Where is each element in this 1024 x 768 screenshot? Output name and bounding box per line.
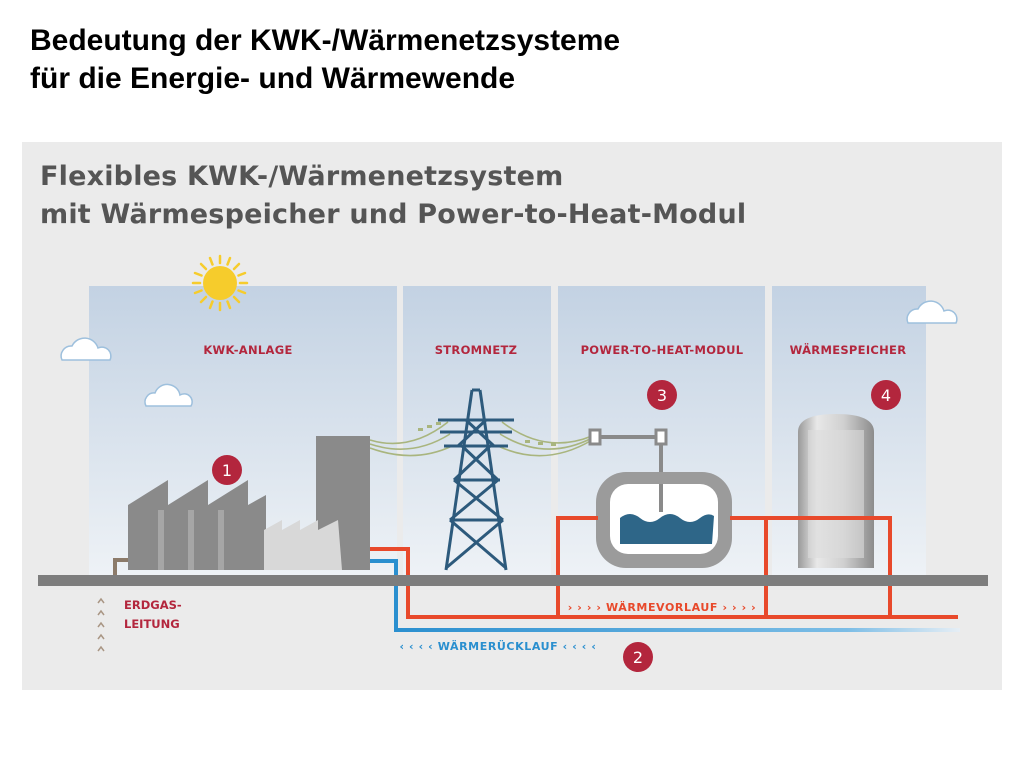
- supply-flow-label: › › › › WÄRMEVORLAUF › › › ›: [568, 600, 757, 614]
- gas-flow-arrows: [97, 597, 105, 652]
- marker-2: 2: [623, 642, 653, 672]
- gas-pipe: [113, 558, 128, 577]
- section-label-waermespeicher: WÄRMESPEICHER: [790, 342, 907, 357]
- figure-title-line-1: Flexibles KWK-/Wärmenetzsystem: [40, 161, 564, 192]
- cloud-icon: [60, 337, 112, 361]
- power-lines: [369, 421, 593, 457]
- return-pipe-vertical: [370, 559, 398, 630]
- power-to-heat-module: [588, 428, 732, 568]
- marker-1-number: 1: [222, 461, 232, 480]
- figure-title: Flexibles KWK-/Wärmenetzsystem mit Wärme…: [40, 158, 746, 234]
- gas-line-label-1: ERDGAS-: [124, 598, 182, 612]
- section-label-power-to-heat: POWER-TO-HEAT-MODUL: [581, 343, 744, 357]
- figure-title-line-2: mit Wärmespeicher und Power-to-Heat-Modu…: [40, 199, 747, 230]
- section-label-kwk-anlage: KWK-ANLAGE: [203, 343, 292, 357]
- marker-3: 3: [647, 380, 677, 410]
- insulator-marks: [418, 422, 556, 446]
- heat-storage-tank: [798, 414, 874, 568]
- slide-title: Bedeutung der KWK-/Wärmenetzsysteme für …: [30, 22, 990, 98]
- chp-plant-building: [128, 436, 370, 570]
- marker-3-number: 3: [657, 386, 667, 405]
- return-flow-label: ‹ ‹ ‹ ‹ WÄRMERÜCKLAUF ‹ ‹ ‹ ‹: [399, 639, 596, 653]
- marker-1: 1: [212, 455, 242, 485]
- marker-2-number: 2: [633, 648, 643, 667]
- gas-line-label-2: LEITUNG: [124, 617, 180, 631]
- sun-icon: [191, 254, 249, 312]
- return-pipe: [394, 628, 960, 632]
- cloud-icon: [906, 300, 958, 324]
- slide-title-line-1: Bedeutung der KWK-/Wärmenetzsysteme: [30, 24, 621, 57]
- electricity-pylon: [438, 388, 514, 571]
- cloud-icon: [144, 383, 193, 407]
- marker-4-number: 4: [881, 386, 891, 405]
- marker-4: 4: [871, 380, 901, 410]
- section-label-stromnetz: STROMNETZ: [435, 343, 518, 357]
- ground-line: [38, 575, 988, 586]
- slide-title-line-2: für die Energie- und Wärmewende: [30, 62, 516, 95]
